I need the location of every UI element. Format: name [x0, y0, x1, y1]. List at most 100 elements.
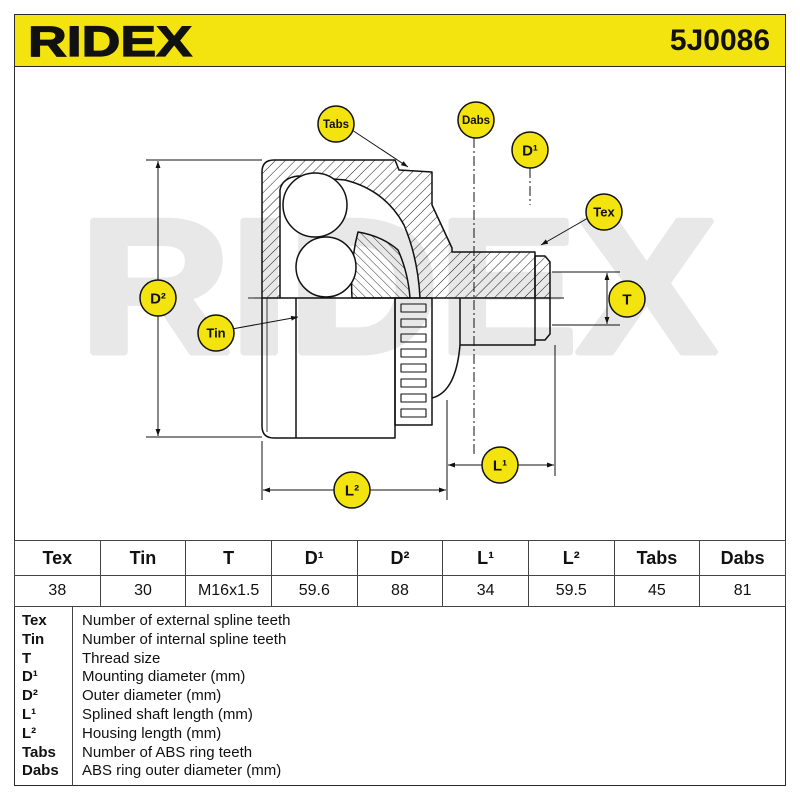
abs-ring-tooth — [400, 348, 427, 358]
callout-l1: L¹ — [481, 446, 519, 484]
neck-fillet — [431, 344, 461, 399]
legend-description: Number of external spline teeth — [82, 612, 291, 629]
legend-key: Dabs — [22, 762, 59, 780]
callout-tin-label: Tin — [206, 326, 225, 341]
callout-d1-circle — [511, 131, 549, 169]
stub-shaft-lower — [459, 298, 551, 346]
tabs-leader — [351, 129, 409, 168]
legend-description: Housing length (mm) — [82, 724, 222, 742]
abs-ring-tooth — [400, 408, 427, 418]
legend-row: L² Housing length (mm) — [14, 725, 786, 744]
callout-tabs-circle — [317, 105, 355, 143]
abs-ring-tooth — [400, 378, 427, 388]
spec-value: 88 — [356, 575, 444, 607]
legend-row: Dabs ABS ring outer diameter (mm) — [14, 762, 786, 781]
callout-t-circle — [608, 280, 646, 318]
spec-column-header: T — [185, 540, 272, 576]
legend-row: T Thread size — [14, 650, 786, 669]
brand-logo-text: RIDEX — [28, 18, 192, 66]
callout-tabs: Tabs — [317, 105, 355, 143]
callout-l1-circle — [481, 446, 519, 484]
callout-tabs-label: Tabs — [323, 119, 349, 131]
spec-column-header: L¹ — [442, 540, 529, 576]
spec-value: 59.5 — [527, 575, 615, 607]
legend-divider — [72, 606, 73, 786]
callout-d2-circle — [139, 279, 177, 317]
spec-table-header-row: Tex Tin T D¹ D² L¹ L² Tabs Dabs — [14, 540, 786, 576]
spec-column-header: Dabs — [699, 540, 786, 576]
spec-value: 45 — [613, 575, 701, 607]
spec-column-header: Tin — [99, 540, 187, 576]
callout-tin-circle — [197, 314, 235, 352]
ball-upper — [282, 172, 348, 238]
spec-column-header: Tabs — [613, 540, 701, 576]
legend: Tex Number of external spline teeth Tin … — [14, 606, 786, 786]
abs-ring-tooth — [400, 318, 427, 328]
legend-row: Tex Number of external spline teeth — [14, 612, 786, 631]
callout-tin: Tin — [197, 314, 235, 352]
tex-leader — [540, 217, 589, 246]
callout-l2-circle — [333, 471, 371, 509]
legend-row: D² Outer diameter (mm) — [14, 687, 786, 706]
legend-rows: Tex Number of external spline teeth Tin … — [14, 612, 786, 781]
callout-l2-label: L² — [345, 482, 359, 499]
shaft-end-section — [534, 255, 551, 299]
callout-tex-label: Tex — [593, 205, 615, 220]
callout-d1: D¹ — [511, 131, 549, 169]
callout-d2-label: D² — [150, 290, 166, 307]
housing-section-hatched — [261, 159, 536, 299]
spec-value: 38 — [14, 575, 101, 607]
legend-description: Number of internal spline teeth — [82, 630, 287, 648]
callout-d2: D² — [139, 279, 177, 317]
spec-value: 30 — [99, 575, 187, 607]
legend-key: Tex — [22, 612, 47, 629]
legend-row: Tabs Number of ABS ring teeth — [14, 744, 786, 763]
legend-key: Tabs — [22, 743, 56, 761]
legend-description: Outer diameter (mm) — [82, 687, 222, 705]
abs-ring-tooth — [400, 393, 427, 403]
callout-tex-circle — [585, 193, 623, 231]
callout-d1-label: D¹ — [522, 142, 538, 159]
tin-leader — [231, 315, 299, 330]
legend-key: L² — [22, 724, 37, 742]
callout-tex: Tex — [585, 193, 623, 231]
header-bar: RIDEX 5J0086 — [14, 14, 786, 67]
abs-ring-tooth — [400, 303, 427, 313]
spec-value: 34 — [442, 575, 529, 607]
abs-ring-tooth — [400, 363, 427, 373]
callout-dabs: Dabs — [457, 101, 495, 139]
spec-value: 81 — [699, 575, 786, 607]
legend-description: Number of ABS ring teeth — [82, 743, 253, 761]
legend-description: Thread size — [82, 649, 161, 667]
callout-l2: L² — [333, 471, 371, 509]
legend-key: D² — [22, 687, 38, 705]
abs-ring-tooth — [400, 333, 427, 343]
housing-lower — [261, 298, 396, 439]
spec-column-header: D² — [356, 540, 444, 576]
legend-row: L¹ Splined shaft length (mm) — [14, 706, 786, 725]
spec-table: Tex Tin T D¹ D² L¹ L² Tabs Dabs 38 30 M1… — [14, 540, 786, 607]
callout-t: T — [608, 280, 646, 318]
part-number: 5J0086 — [669, 24, 770, 57]
brand-logo: RIDEX — [27, 17, 193, 66]
spec-column-header: D¹ — [270, 540, 358, 576]
spec-value: M16x1.5 — [185, 575, 272, 607]
spec-table-value-row: 38 30 M16x1.5 59.6 88 34 59.5 45 81 — [14, 575, 786, 607]
cv-joint — [248, 159, 566, 439]
cv-joint-technical-drawing: RIDEX — [77, 101, 720, 509]
spec-value: 59.6 — [270, 575, 358, 607]
legend-key: T — [22, 649, 32, 667]
callout-dabs-label: Dabs — [462, 115, 490, 127]
legend-description: ABS ring outer diameter (mm) — [82, 762, 282, 780]
spec-column-header: L² — [527, 540, 615, 576]
callout-dabs-circle — [457, 101, 495, 139]
legend-key: L¹ — [22, 705, 37, 723]
legend-description: Splined shaft length (mm) — [82, 705, 253, 723]
legend-description: Mounting diameter (mm) — [82, 668, 246, 686]
legend-row: Tin Number of internal spline teeth — [14, 631, 786, 650]
callout-l1-label: L¹ — [493, 457, 507, 474]
legend-key: Tin — [22, 630, 45, 648]
callout-t-label: T — [622, 291, 631, 308]
ball-lower — [295, 236, 357, 298]
spec-column-header: Tex — [14, 540, 101, 576]
